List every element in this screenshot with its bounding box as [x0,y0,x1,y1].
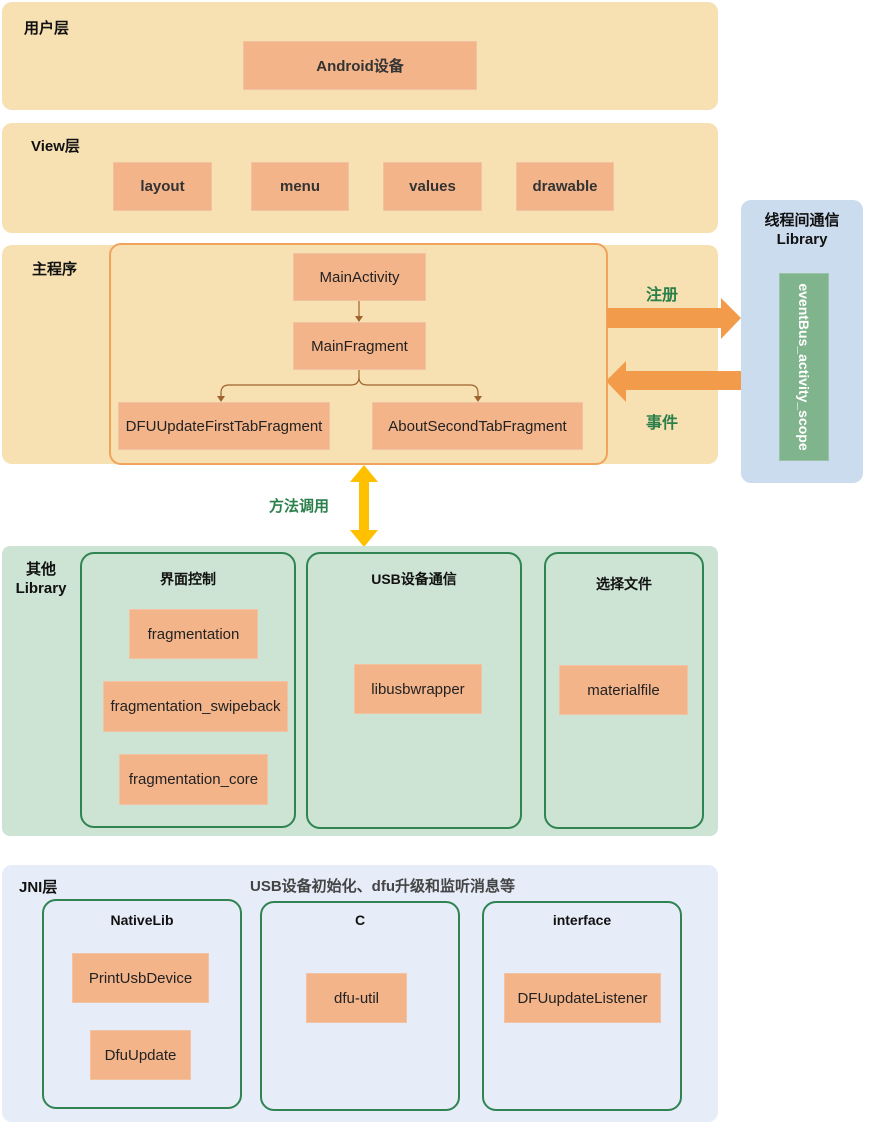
thread-lib-title-line1: 线程间通信 [764,212,840,229]
group-interface-title: interface [552,912,612,928]
node-fragmentation-swipeback: fragmentation_swipeback [103,681,288,732]
node-main-activity: MainActivity [293,253,426,301]
view-layer-title: View层 [31,138,80,155]
node-materialfile: materialfile [559,665,688,715]
group-nativelib-title: NativeLib [110,912,174,928]
group-usb-comm-title: USB设备通信 [371,571,457,587]
node-menu: menu [251,162,349,211]
group-c: C [260,901,460,1111]
group-file-select: 选择文件 [544,552,704,829]
group-ui-control-title: 界面控制 [160,571,216,587]
node-second-tab-fragment: AboutSecondTabFragment [372,402,583,450]
node-values: values [383,162,482,211]
method-call-arrow [350,465,378,547]
group-interface: interface [482,901,682,1111]
thread-lib-title-line2: Library [776,231,828,248]
node-libusbwrapper: libusbwrapper [354,664,482,714]
node-fragmentation-core: fragmentation_core [119,754,268,805]
other-lib-title-line2: Library [15,580,67,597]
jni-layer-title: JNI层 [19,879,58,896]
group-file-select-title: 选择文件 [596,576,652,592]
user-layer-title: 用户层 [24,20,70,37]
edge-fragment-to-second-tab [358,376,479,398]
group-nativelib: NativeLib [42,899,242,1109]
register-label: 注册 [646,285,679,304]
group-c-title: C [354,912,366,928]
other-lib-title-line1: 其他 [25,561,56,578]
arrowhead-to-second-tab [474,396,482,402]
node-dfu-util: dfu-util [306,973,407,1023]
node-layout: layout [113,162,212,211]
event-label: 事件 [646,413,679,432]
method-call-label: 方法调用 [269,497,330,515]
arrowhead-to-first-tab [217,396,225,402]
node-print-usb-device: PrintUsbDevice [72,953,209,1003]
jni-layer-subtitle: USB设备初始化、dfu升级和监听消息等 [250,878,515,895]
arrowhead-to-fragment [355,316,363,322]
node-fragmentation: fragmentation [129,609,258,659]
node-android-device: Android设备 [243,41,477,90]
event-arrow [606,361,741,402]
node-dfu-update-listener: DFUupdateListener [504,973,661,1023]
node-eventbus: eventBus_activity_scope [779,273,829,461]
node-dfu-update: DfuUpdate [90,1030,191,1080]
group-ui-control: 界面控制 [80,552,296,828]
node-drawable: drawable [516,162,614,211]
node-first-tab-fragment: DFUUpdateFirstTabFragment [118,402,330,450]
node-main-fragment: MainFragment [293,322,426,370]
group-usb-comm: USB设备通信 [306,552,522,829]
main-program-title: 主程序 [32,261,78,278]
edge-fragment-to-first-tab [220,370,360,398]
register-arrow [607,298,741,339]
